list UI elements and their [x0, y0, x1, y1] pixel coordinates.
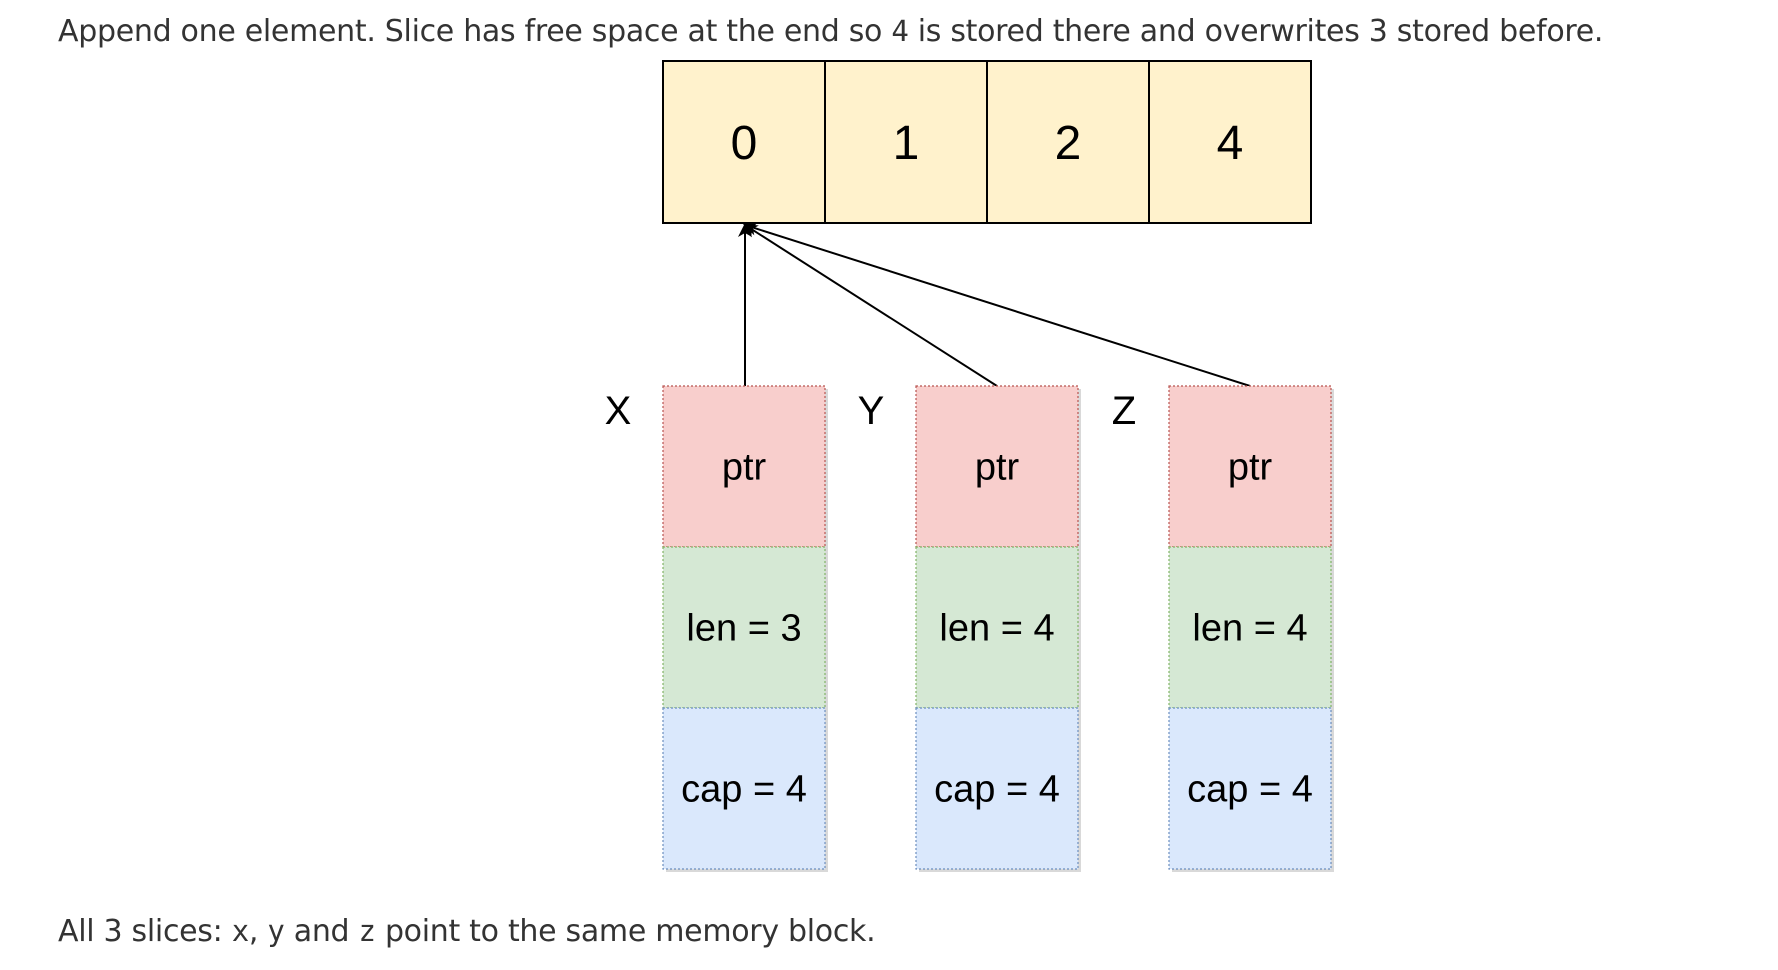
array-cell-value: 2	[1055, 117, 1082, 170]
slice-field-len-label: len = 4	[939, 608, 1054, 650]
outro-text-part: All 3 slices:	[58, 914, 232, 949]
intro-code-new-value: 4	[891, 14, 909, 48]
pointer-arrows	[738, 221, 1251, 387]
array-cell-value: 0	[731, 117, 758, 170]
pointer-arrow	[743, 221, 1251, 387]
array-cell-value: 1	[893, 117, 920, 170]
intro-text-part: stored before.	[1387, 14, 1604, 49]
intro-text-part: Append one element. Slice has free space…	[58, 14, 892, 49]
slice-field-ptr-label: ptr	[722, 447, 767, 489]
slice-field-len-label: len = 3	[686, 608, 801, 650]
array-cell-value: 4	[1217, 117, 1244, 170]
slice-field-len	[915, 546, 1079, 709]
slice-field-cap-label: cap = 4	[934, 769, 1060, 811]
slice-name: Y	[858, 389, 885, 433]
slice-field-ptr	[1168, 385, 1332, 548]
slice-field-cap	[662, 707, 826, 870]
outro-text: All 3 slices: x, y and z point to the sa…	[58, 914, 876, 949]
slice-field-len	[1168, 546, 1332, 709]
slice-field-ptr-label: ptr	[1228, 447, 1273, 489]
slice-field-ptr	[915, 385, 1079, 548]
outro-code-z: z	[358, 914, 376, 948]
outro-code-y: y	[267, 914, 285, 948]
slice-field-len	[662, 546, 826, 709]
slice-field-cap-label: cap = 4	[681, 769, 807, 811]
array-cell	[1148, 60, 1312, 224]
intro-old-value: 3	[1368, 14, 1388, 49]
outro-text-part: point to the same memory block.	[375, 914, 876, 949]
outro-text-part: and	[284, 914, 359, 949]
pointer-arrow	[743, 223, 998, 387]
array-cell	[662, 60, 826, 224]
outro-text-part: ,	[248, 914, 268, 949]
slice-name: Z	[1112, 389, 1136, 433]
outro-code-x: x	[231, 914, 249, 948]
slice-field-ptr-label: ptr	[975, 447, 1020, 489]
slice-field-cap	[915, 707, 1079, 870]
intro-text-part: is stored there and overwrites	[908, 14, 1369, 49]
slice-field-cap	[1168, 707, 1332, 870]
slice-field-ptr	[662, 385, 826, 548]
slice-name: X	[605, 389, 632, 433]
slice-field-cap-label: cap = 4	[1187, 769, 1313, 811]
backing-array: 0 1 2 4	[662, 60, 1312, 224]
slice-field-len-label: len = 4	[1192, 608, 1307, 650]
intro-text: Append one element. Slice has free space…	[58, 14, 1603, 49]
